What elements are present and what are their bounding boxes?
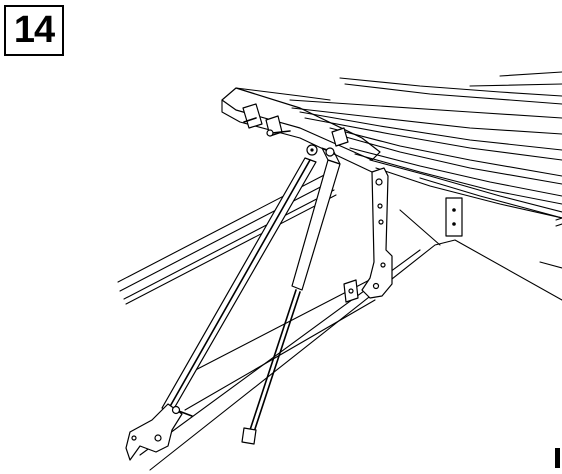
step-number-box: 14 bbox=[4, 5, 64, 56]
hinge-bracket bbox=[343, 167, 393, 303]
step-number: 14 bbox=[13, 9, 55, 51]
screw-icon bbox=[243, 117, 291, 137]
lower-mounting-bracket bbox=[125, 403, 193, 461]
edge-mark bbox=[555, 448, 560, 468]
slatted-bed-top bbox=[221, 71, 562, 219]
gas-strut-rod bbox=[161, 144, 335, 413]
small-hardware bbox=[555, 217, 562, 227]
gas-strut-cylinder bbox=[241, 147, 341, 445]
